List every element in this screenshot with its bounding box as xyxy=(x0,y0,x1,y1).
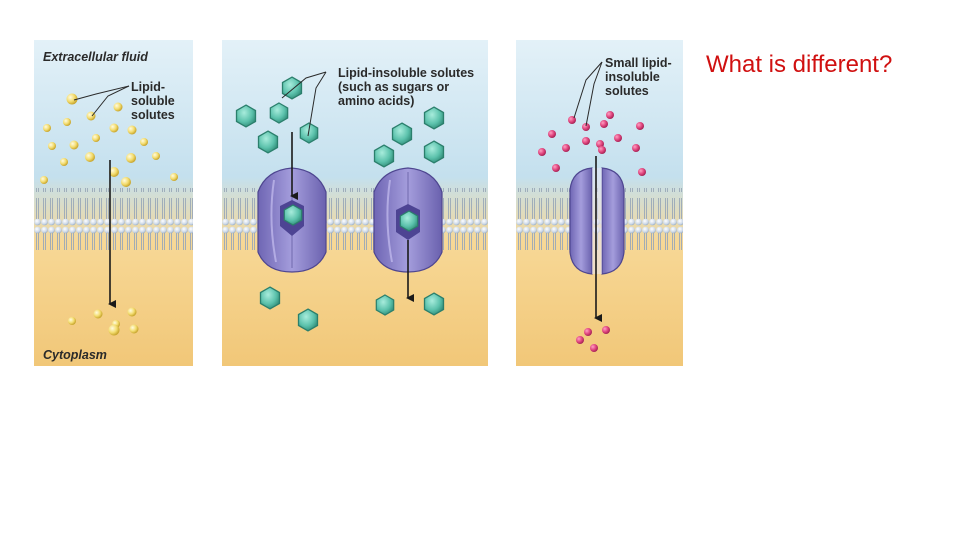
channel-mediated-illustration xyxy=(516,40,683,366)
carrier-mediated-illustration xyxy=(222,40,488,366)
solute-leader-line xyxy=(73,85,130,101)
solute-leader-line xyxy=(281,71,327,99)
lipid-soluble-solutes-label: Lipid- soluble solutes xyxy=(131,80,175,122)
carrier-mediated-panel: Lipid-insoluble solutes (such as sugars … xyxy=(222,40,488,366)
simple-diffusion-illustration xyxy=(34,40,193,366)
channel-protein xyxy=(569,167,625,275)
small-lipid-insoluble-solutes-label: Small lipid- insoluble solutes xyxy=(605,56,672,98)
lipid-bilayer xyxy=(34,188,193,250)
lipid-insoluble-solutes-label: Lipid-insoluble solutes (such as sugars … xyxy=(338,66,475,108)
channel-mediated-panel: Small lipid- insoluble solutes xyxy=(516,40,683,366)
solute-leader-line xyxy=(573,61,603,119)
yellow-circle-solute-icon xyxy=(40,93,178,336)
slide-question: What is different? xyxy=(706,51,893,78)
simple-diffusion-panel: Extracellular fluid Lipid- soluble solut… xyxy=(34,40,193,366)
pink-dot-solute-icon xyxy=(538,111,646,352)
extracellular-fluid-label: Extracellular fluid xyxy=(43,50,148,64)
cytoplasm-label: Cytoplasm xyxy=(43,348,107,362)
